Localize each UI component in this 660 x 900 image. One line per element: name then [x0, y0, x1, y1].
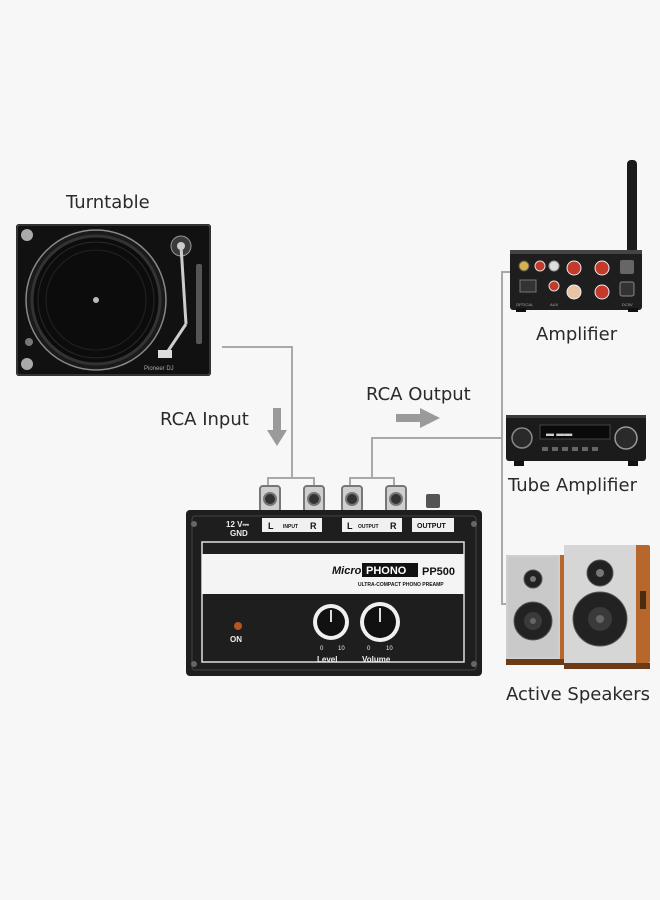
down-arrow-icon — [267, 408, 287, 446]
output-r-label: R — [390, 521, 397, 531]
volume-label: Volume — [362, 655, 391, 664]
input-l-label: L — [268, 521, 274, 531]
turntable-image: Pioneer DJ — [16, 224, 211, 376]
volume-max: 10 — [386, 646, 393, 652]
output-label: OUTPUT — [358, 524, 379, 530]
output-box-label: OUTPUT — [417, 523, 447, 530]
output-split-wire — [349, 477, 395, 490]
rca-output-label: RCA Output — [366, 384, 471, 405]
svg-text:▬ ▬▬: ▬ ▬▬ — [546, 429, 572, 438]
turntable-label: Turntable — [66, 192, 150, 213]
power-led-icon — [234, 622, 242, 630]
tube-amplifier-label: Tube Amplifier — [508, 475, 637, 496]
brand-name: PHONO — [366, 565, 407, 577]
output-wire — [371, 437, 502, 478]
right-arrow-icon — [396, 408, 440, 428]
amp-dc-text: DC5V — [622, 302, 633, 307]
input-label: INPUT — [283, 524, 298, 530]
volume-min: 0 — [367, 646, 371, 652]
gnd-label: GND — [230, 529, 248, 538]
rca-input-label: RCA Input — [160, 409, 249, 430]
level-min: 0 — [320, 646, 324, 652]
level-max: 10 — [338, 646, 345, 652]
preamp-device: 12 V⎓ GND L INPUT R L OUTPUT R OUTPUT Mi… — [186, 485, 482, 676]
level-label: Level — [317, 655, 337, 664]
on-label: ON — [230, 635, 242, 644]
output-l-label: L — [347, 521, 353, 531]
active-speakers-image — [506, 545, 650, 669]
turntable-brand: Pioneer DJ — [144, 366, 174, 372]
amp-aux-text: AUX — [550, 302, 559, 307]
preamp-subtitle: ULTRA-COMPACT PHONO PREAMP — [358, 582, 444, 588]
output-jacks — [341, 485, 407, 513]
active-speakers-label: Active Speakers — [506, 684, 650, 705]
tube-amplifier-image: ▬ ▬▬ — [506, 415, 646, 466]
input-r-label: R — [310, 521, 317, 531]
power-label: 12 V⎓ — [226, 520, 249, 529]
amp-optical-text: OPTICAL — [516, 302, 534, 307]
input-split-wire — [267, 477, 315, 490]
level-knob-icon — [313, 604, 349, 640]
amplifier-image: OPTICAL AUX DC5V — [510, 160, 642, 312]
model-number: PP500 — [422, 566, 455, 578]
brand-script: Micro — [332, 565, 362, 577]
input-wire — [222, 346, 293, 478]
amplifier-label: Amplifier — [536, 324, 618, 345]
volume-knob-icon — [360, 602, 400, 642]
input-jacks — [259, 485, 325, 513]
